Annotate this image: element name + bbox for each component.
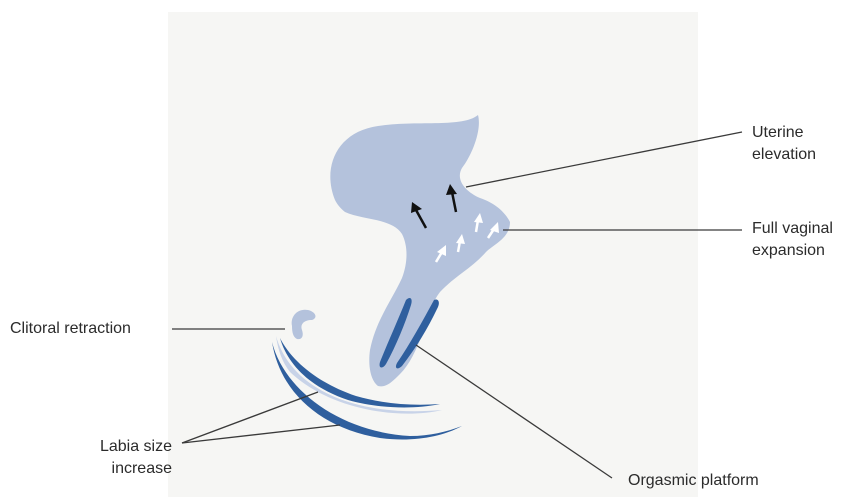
label-labia-size-increase: Labia size increase [52, 436, 172, 480]
uterus-vagina-shape [330, 115, 510, 386]
label-uterine-elevation: Uterine elevation [752, 122, 816, 166]
label-clitoral-retraction: Clitoral retraction [10, 318, 131, 340]
leader-orgasmic-platform [416, 345, 612, 478]
clitoris-shape [292, 310, 316, 339]
label-orgasmic-platform: Orgasmic platform [628, 470, 759, 492]
leader-uterine-elevation [466, 132, 742, 187]
label-full-vaginal-expansion: Full vaginal expansion [752, 218, 833, 262]
